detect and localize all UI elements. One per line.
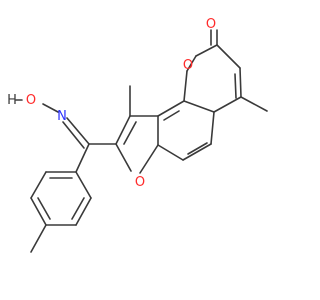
bond-c2-o1 [195, 44, 218, 57]
bond-c8a-c9 [183, 70, 188, 102]
furan-ring [115, 85, 159, 174]
ring-oxygen-label: O [183, 58, 193, 73]
bond-c8-c7f [115, 115, 131, 145]
bond-c7-c4a [210, 111, 215, 145]
bond-ar-inner-2 [37, 197, 51, 220]
coumarin-ring [183, 29, 268, 113]
bond-c6-c7 [182, 143, 212, 161]
p-tolyl-ring [30, 171, 92, 253]
furan-oxygen-label: O [135, 175, 145, 190]
bond-ar-2 [75, 197, 92, 226]
bond-imine-double [66, 117, 90, 145]
hydrogen-label: H [7, 93, 17, 108]
molecule-canvas: O O O N O H [0, 0, 300, 300]
hydroxyl-oxygen-label: O [26, 93, 36, 108]
bond-c3-c4 [239, 67, 242, 98]
bond-c4-c4a [213, 96, 242, 113]
benzene-ring [157, 100, 215, 161]
bond-ar-4 [30, 197, 47, 226]
bond-ar-inner-1 [71, 197, 85, 220]
bond-o-c5a [139, 144, 159, 174]
bond-c2-c3 [216, 44, 241, 69]
bond-c8-c7f-inner [123, 121, 137, 145]
molecule-structure: O O O N O H [0, 0, 300, 300]
oxime-substituent [42, 103, 117, 173]
bond-c8a-c9a-inner [163, 110, 180, 121]
bond-c5a-c6 [157, 144, 184, 161]
nitrogen-label: N [57, 109, 67, 124]
bond-c7f-o [115, 143, 132, 172]
carbonyl-oxygen-label: O [206, 17, 216, 32]
bond-c6-c7-inner [187, 142, 208, 155]
bond-c4a-c8a [183, 100, 215, 113]
bond-ar-1 [75, 171, 92, 199]
bond-c8a-c9a [157, 100, 185, 117]
bond-n-o [42, 103, 59, 113]
bond-imine-aryl [75, 143, 90, 173]
bond-ar-methyl [30, 224, 47, 253]
bond-c3-c4-inner [234, 73, 237, 99]
bond-c9-o1 [186, 55, 197, 72]
bond-imine-double-inner [62, 121, 85, 149]
bond-c4-methyl [240, 96, 268, 112]
background [0, 0, 300, 300]
bond-ar-5 [30, 171, 47, 199]
